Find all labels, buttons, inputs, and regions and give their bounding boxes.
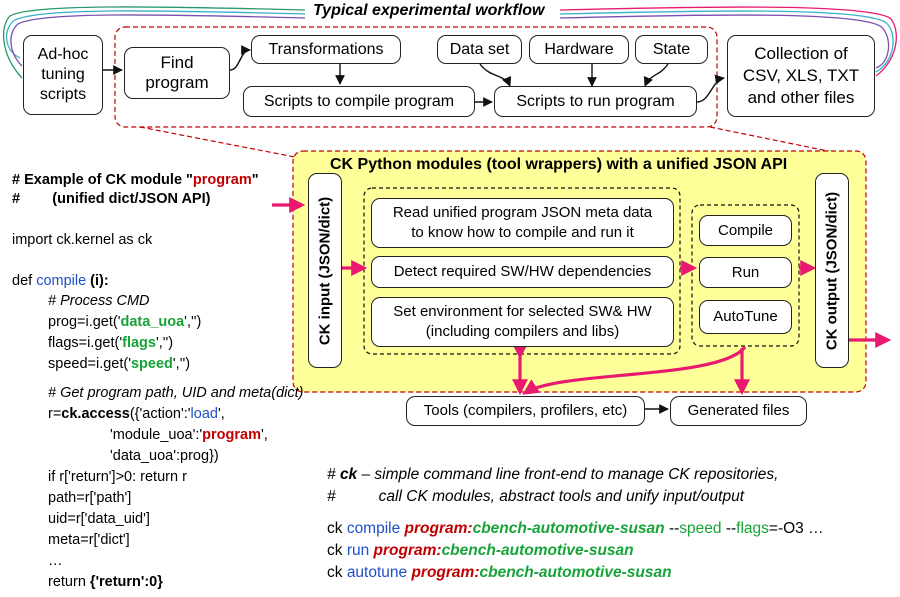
code-line-1: prog=i.get('data_uoa','') bbox=[48, 314, 202, 330]
code-header-2: # (unified dict/JSON API) bbox=[12, 191, 211, 207]
cli-comment-1: # ck – simple command line front-end to … bbox=[327, 466, 779, 483]
ck-output-box[interactable]: CK output (JSON/dict) bbox=[815, 173, 849, 368]
hardware-box[interactable]: Hardware bbox=[529, 35, 629, 64]
compile-scripts-box[interactable]: Scripts to compile program bbox=[243, 86, 475, 117]
code-line-6: 'data_uoa':prog}) bbox=[110, 448, 219, 464]
code-def: def compile (i): bbox=[12, 273, 109, 289]
workflow-arrows bbox=[103, 45, 725, 414]
set-env-box[interactable]: Set environment for selected SW& HW(incl… bbox=[371, 297, 674, 347]
code-import: import ck.kernel as ck bbox=[12, 232, 153, 248]
code-line-4: r=ck.access({'action':'load', bbox=[48, 406, 225, 422]
ck-input-label: CK input (JSON/dict) bbox=[316, 196, 333, 345]
ck-input-box[interactable]: CK input (JSON/dict) bbox=[308, 173, 342, 368]
transformations-box[interactable]: Transformations bbox=[251, 35, 401, 64]
compile-action-box[interactable]: Compile bbox=[699, 215, 792, 246]
tools-box[interactable]: Tools (compilers, profilers, etc) bbox=[406, 396, 645, 426]
cli-compile-cmd: ck compile program:cbench-automotive-sus… bbox=[327, 520, 824, 537]
code-comment-2: # Get program path, UID and meta(dict) bbox=[48, 385, 304, 401]
detect-deps-box[interactable]: Detect required SW/HW dependencies bbox=[371, 256, 674, 288]
code-line-5: 'module_uoa':'program', bbox=[110, 427, 268, 443]
dashed-connector-left bbox=[139, 126, 301, 159]
workflow-title: Typical experimental workflow bbox=[313, 2, 545, 19]
code-line-7: if r['return']>0: return r bbox=[48, 469, 187, 485]
data-flow-arrows bbox=[272, 197, 892, 396]
cli-autotune-cmd: ck autotune program:cbench-automotive-su… bbox=[327, 564, 672, 581]
state-box[interactable]: State bbox=[635, 35, 708, 64]
run-action-box[interactable]: Run bbox=[699, 257, 792, 288]
autotune-action-box[interactable]: AutoTune bbox=[699, 300, 792, 334]
run-scripts-box[interactable]: Scripts to run program bbox=[494, 86, 697, 117]
modules-title: CK Python modules (tool wrappers) with a… bbox=[330, 156, 788, 173]
code-header-1: # Example of CK module "program" bbox=[12, 172, 259, 188]
code-line-12: return {'return':0} bbox=[48, 574, 163, 590]
data-set-box[interactable]: Data set bbox=[437, 35, 522, 64]
workflow-loop-lines bbox=[2, 6, 897, 79]
generated-files-box[interactable]: Generated files bbox=[670, 396, 807, 426]
code-line-2: flags=i.get('flags','') bbox=[48, 335, 174, 351]
code-line-8: path=r['path'] bbox=[48, 490, 132, 506]
code-line-10: meta=r['dict'] bbox=[48, 532, 130, 548]
code-line-11: … bbox=[48, 553, 63, 569]
ck-output-label: CK output (JSON/dict) bbox=[823, 191, 840, 350]
code-line-9: uid=r['data_uid'] bbox=[48, 511, 150, 527]
workflow-dashed-region bbox=[114, 26, 718, 128]
cli-run-cmd: ck run program:cbench-automotive-susan bbox=[327, 542, 634, 559]
code-comment-1: # Process CMD bbox=[48, 293, 150, 309]
cli-comment-2: # call CK modules, abstract tools and un… bbox=[327, 488, 745, 505]
code-line-3: speed=i.get('speed','') bbox=[48, 356, 191, 372]
